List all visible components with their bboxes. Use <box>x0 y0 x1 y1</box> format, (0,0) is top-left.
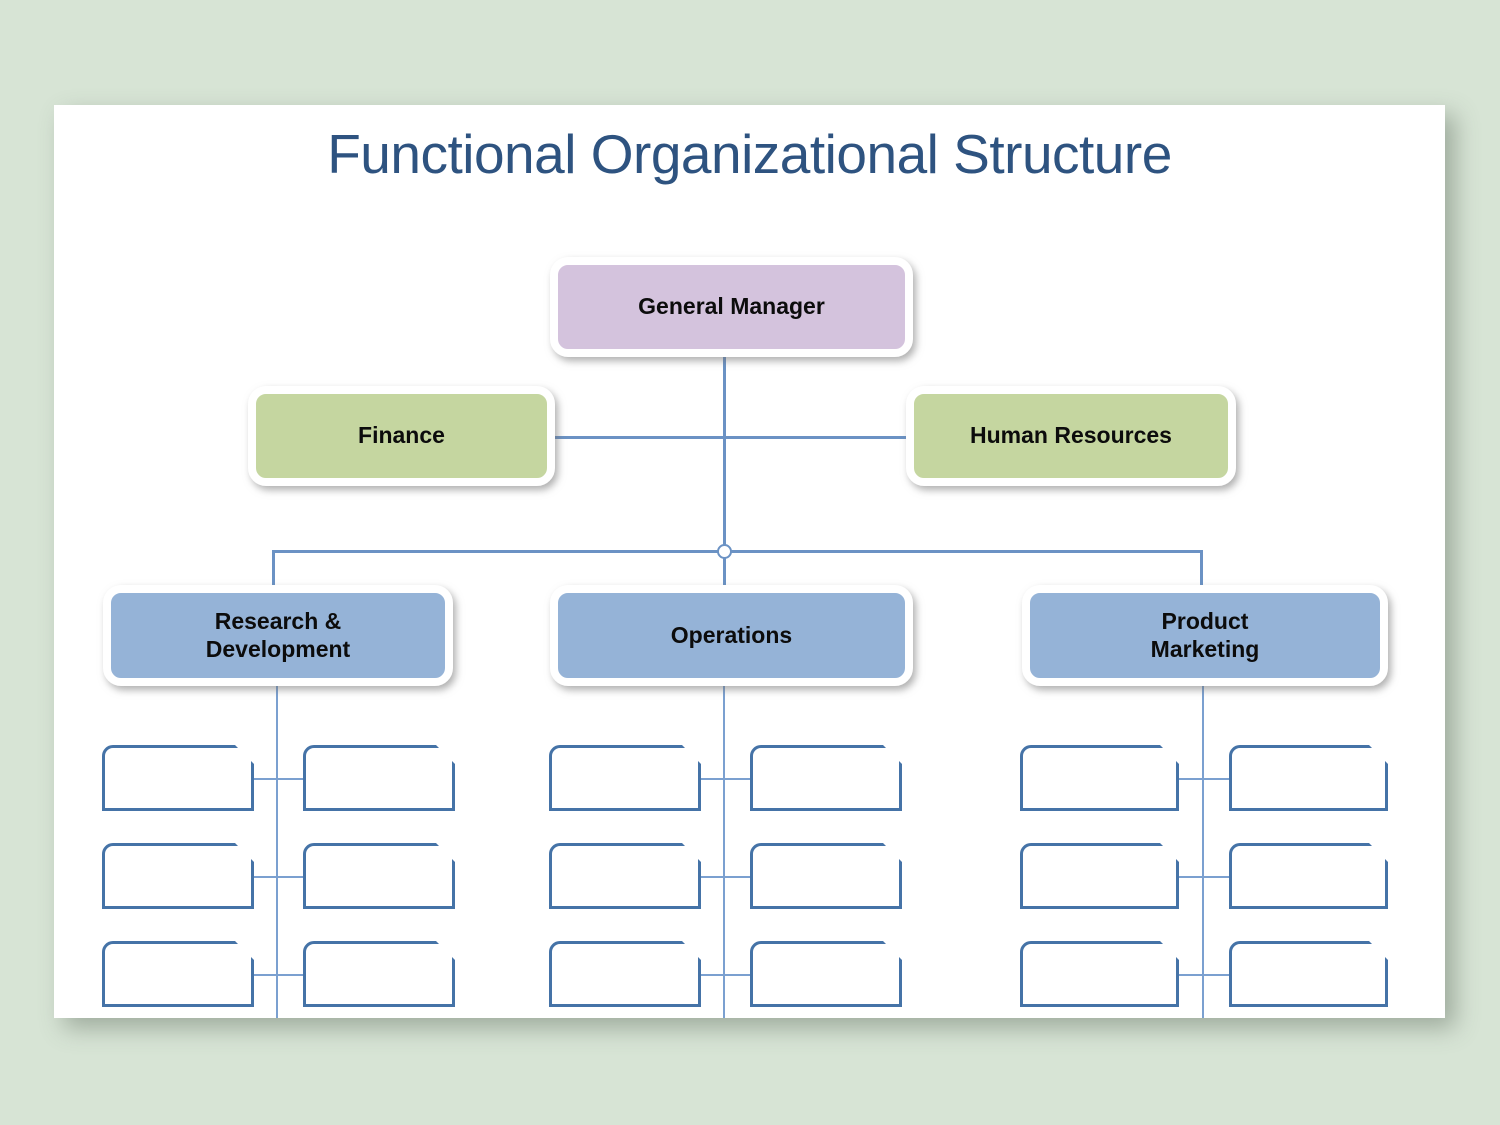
org-node-label-line2: Marketing <box>1150 635 1260 662</box>
org-leaf-box[interactable] <box>1020 843 1179 909</box>
connector-leaf-stub <box>723 876 751 878</box>
connector-leaf-stub <box>1179 974 1204 976</box>
org-leaf-box[interactable] <box>1229 843 1388 909</box>
connector-drop-left <box>272 550 275 606</box>
org-leaf-box[interactable] <box>102 843 254 909</box>
org-leaf-box[interactable] <box>303 941 455 1007</box>
org-node-label: Human Resources <box>970 422 1172 449</box>
org-leaf-box[interactable] <box>1229 941 1388 1007</box>
org-node-operations[interactable]: Operations <box>550 585 913 686</box>
connector-column-spine-rd <box>276 675 278 1018</box>
connector-drop-right <box>1200 550 1203 606</box>
connector-department-bar <box>272 550 1202 553</box>
org-leaf-box[interactable] <box>303 843 455 909</box>
connector-leaf-stub <box>276 974 304 976</box>
connector-leaf-stub <box>276 876 304 878</box>
org-leaf-box[interactable] <box>750 941 902 1007</box>
connector-column-spine-pm <box>1202 675 1204 1018</box>
org-node-label-line2: Development <box>205 635 351 662</box>
connector-leaf-stub <box>276 778 304 780</box>
connector-junction-dot <box>717 544 732 559</box>
org-node-label: Product Marketing <box>1145 608 1266 662</box>
org-leaf-box[interactable] <box>102 941 254 1007</box>
org-node-label: Finance <box>358 422 445 449</box>
connector-column-spine-ops <box>723 675 725 1018</box>
connector-leaf-stub <box>253 876 278 878</box>
connector-leaf-stub <box>1179 876 1204 878</box>
connector-leaf-stub <box>1202 974 1230 976</box>
connector-leaf-stub <box>723 778 751 780</box>
slide-canvas: Functional Organizational Structure <box>54 105 1445 1018</box>
org-leaf-box[interactable] <box>1020 745 1179 811</box>
connector-leaf-stub <box>700 778 725 780</box>
connector-leaf-stub <box>700 974 725 976</box>
org-node-label-line1: Product <box>1161 608 1249 635</box>
org-node-human-resources[interactable]: Human Resources <box>906 386 1236 486</box>
connector-assistants-bar <box>494 436 960 439</box>
org-node-general-manager[interactable]: General Manager <box>550 257 913 357</box>
connector-leaf-stub <box>1179 778 1204 780</box>
connector-leaf-stub <box>1202 778 1230 780</box>
org-node-label: General Manager <box>638 293 825 320</box>
org-node-product-marketing[interactable]: Product Marketing <box>1022 585 1388 686</box>
connector-leaf-stub <box>253 974 278 976</box>
org-node-label: Research & Development <box>200 608 356 662</box>
connector-leaf-stub <box>723 974 751 976</box>
connector-drop-center <box>723 550 726 606</box>
org-leaf-box[interactable] <box>750 843 902 909</box>
org-node-research-development[interactable]: Research & Development <box>103 585 453 686</box>
org-node-finance[interactable]: Finance <box>248 386 555 486</box>
connector-leaf-stub <box>253 778 278 780</box>
org-leaf-box[interactable] <box>750 745 902 811</box>
org-leaf-box[interactable] <box>549 941 701 1007</box>
org-leaf-box[interactable] <box>1229 745 1388 811</box>
org-leaf-box[interactable] <box>549 745 701 811</box>
org-node-label-line1: Research & <box>214 608 342 635</box>
org-leaf-box[interactable] <box>102 745 254 811</box>
org-leaf-box[interactable] <box>549 843 701 909</box>
connector-leaf-stub <box>1202 876 1230 878</box>
org-node-label: Operations <box>670 621 793 648</box>
connector-spine-lower <box>723 441 726 561</box>
org-leaf-box[interactable] <box>303 745 455 811</box>
page-title: Functional Organizational Structure <box>327 123 1172 185</box>
org-leaf-box[interactable] <box>1020 941 1179 1007</box>
connector-leaf-stub <box>700 876 725 878</box>
